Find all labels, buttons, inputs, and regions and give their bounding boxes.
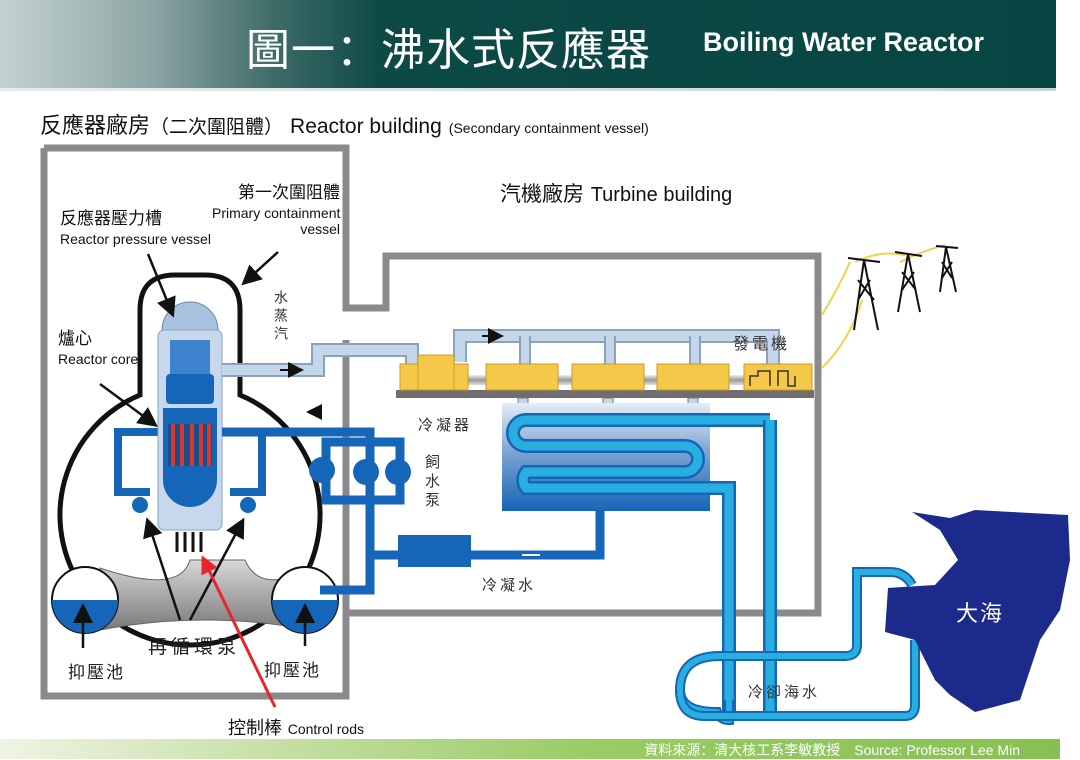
primary-containment-cn: 第一次圍阻體 [238,183,340,203]
reactor-building-label: 反應器廠房（二次圍阻體） Reactor building (Secondary… [40,108,649,140]
pressure-vessel-en: Reactor pressure vessel [60,231,211,247]
reactor-building-paren-cn: （二次圍阻體） [150,116,284,138]
feedwater-pumps [309,457,411,485]
condenser-label: 冷凝器 [418,416,473,434]
title-english: Boiling Water Reactor [703,27,985,57]
cooling-seawater-loop [674,567,920,725]
sea-shape [885,510,1070,712]
source-credit: 資料來源：清大核工系李敏教授 Source: Professor Lee Min [644,742,1020,758]
title-chinese: 圖一：沸水式反應器 [246,25,651,76]
cooling-seawater-label: 冷卻海水 [748,683,821,701]
steam-label: 水蒸汽 [272,290,288,344]
reactor-core-cn: 爐心 [58,329,92,349]
control-rods-cn: 控制棒 [228,718,282,739]
control-rod-pointer [201,555,277,708]
reactor-pressure-vessel [157,301,223,531]
turbine-building-cn: 汽機廠房 [500,182,584,206]
reactor-building-en: Reactor building [290,115,442,138]
recirc-pump-label: 再循環泵 [148,636,241,658]
primary-containment-en-2: vessel [300,221,340,237]
feedwater-lines [222,427,605,595]
control-rods-label: 控制棒 Control rods [228,714,364,740]
reactor-building-sub-en: (Secondary containment vessel) [448,120,649,136]
condenser [502,403,777,720]
control-rods [175,532,203,552]
turbine-generator [396,354,814,409]
condensate-label: 冷凝水 [482,576,537,594]
suppression-pool-right-label: 抑壓池 [264,661,321,681]
title-banner: 圖一：沸水式反應器 Boiling Water Reactor [0,0,1056,88]
title-banner-shadow [0,88,1056,91]
turbine-building-en: Turbine building [590,184,733,206]
transmission-towers [821,244,959,369]
primary-containment-label: 第一次圍阻體 Primary containment vessel [212,178,340,237]
reactor-core [168,424,212,466]
condensate-pump [398,535,471,567]
reactor-building-wall [40,144,822,700]
suppression-pool-torus [51,559,339,634]
primary-containment-en-1: Primary containment [212,205,341,221]
pressure-vessel-cn: 反應器壓力槽 [60,209,162,229]
suppression-pool-left-label: 抑壓池 [68,663,125,683]
reactor-building-cn: 反應器廠房 [40,114,151,139]
generator-label: 發電機 [733,334,791,353]
reactor-core-en: Reactor core [58,351,139,367]
reactor-core-label: 爐心 Reactor core [58,324,138,367]
pressure-vessel-label: 反應器壓力槽 Reactor pressure vessel [60,204,211,247]
sea-label: 大海 [956,602,1005,627]
source-footer: 資料來源：清大核工系李敏教授 Source: Professor Lee Min [0,739,1060,759]
control-rods-en: Control rods [287,721,364,737]
turbine-building-label: 汽機廠房 Turbine building [500,178,732,208]
feedwater-pump-label: 飼水泵 [423,454,441,511]
